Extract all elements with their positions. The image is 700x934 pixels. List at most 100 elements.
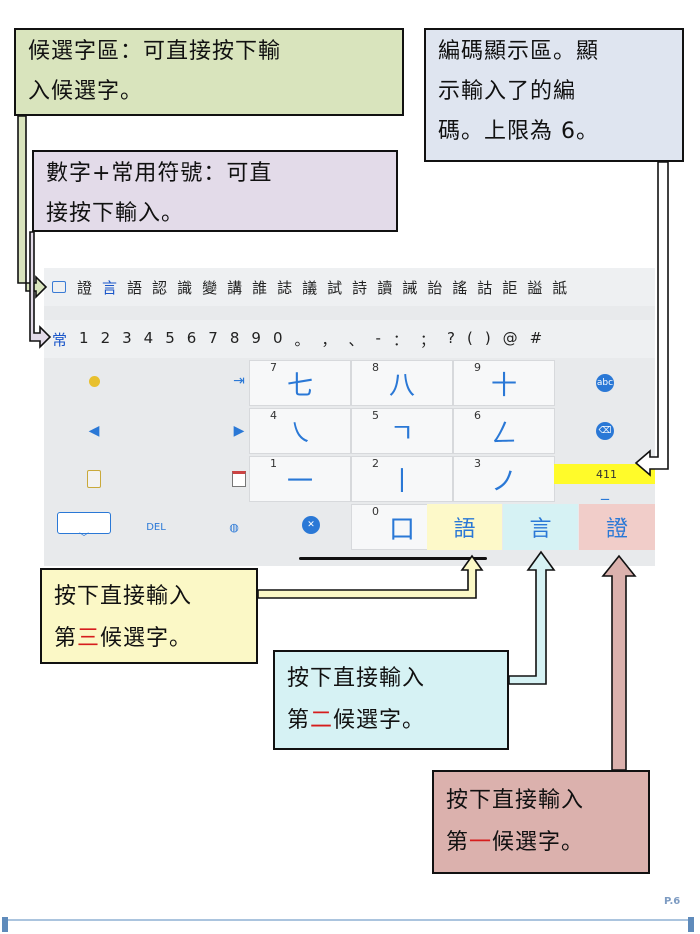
- backspace-icon: ⌫: [596, 422, 614, 440]
- right-arrow-button[interactable]: ▶: [214, 420, 264, 442]
- key-number: 4: [270, 409, 277, 422]
- code-zone-arrow: [634, 161, 669, 477]
- candidate-char[interactable]: 識: [177, 278, 193, 297]
- symbol-key[interactable]: @: [502, 328, 518, 347]
- callout-text: 接按下輸入。: [46, 201, 185, 226]
- callout-text: 第二候選字。: [287, 708, 426, 733]
- candidate-char[interactable]: 講: [227, 278, 243, 297]
- candidate-char[interactable]: 認: [152, 278, 168, 297]
- candidate-char[interactable]: 誡: [402, 278, 418, 297]
- candidate-char[interactable]: 誰: [252, 278, 268, 297]
- number-zone-arrow: [29, 231, 52, 349]
- callout-text: 按下直接輸入: [287, 666, 426, 691]
- candidate-char[interactable]: 言: [102, 278, 118, 297]
- globe-icon: ◍: [229, 520, 239, 534]
- second-candidate-key[interactable]: 言: [503, 504, 578, 550]
- chevron-down-icon: ﹀: [79, 533, 89, 544]
- keyboard-icon: [57, 512, 111, 534]
- candidate-char[interactable]: 讀: [377, 278, 393, 297]
- candidate-char[interactable]: 謠: [452, 278, 468, 297]
- first-candidate-callout: 按下直接輸入 第一候選字。: [432, 770, 650, 874]
- delete-button[interactable]: DEL: [146, 521, 166, 533]
- keyboard-hide-button[interactable]: ﹀: [54, 508, 114, 548]
- symbol-key[interactable]: (: [466, 328, 473, 347]
- calendar-icon: [232, 471, 246, 487]
- third-candidate-callout: 按下直接輸入 第三候選字。: [40, 568, 258, 664]
- abc-icon: abc: [596, 374, 614, 392]
- symbol-key[interactable]: 5: [165, 328, 175, 347]
- candidate-char[interactable]: 詎: [502, 278, 518, 297]
- symbol-key[interactable]: 7: [208, 328, 218, 347]
- symbol-key[interactable]: 3: [122, 328, 132, 347]
- symbol-key[interactable]: 、: [348, 330, 364, 349]
- key-glyph: 七: [286, 370, 313, 401]
- emoji-button[interactable]: [64, 370, 124, 392]
- calendar-button[interactable]: [214, 466, 264, 492]
- third-candidate-key[interactable]: 語: [427, 504, 502, 550]
- second-candidate-callout: 按下直接輸入 第二候選字。: [273, 650, 509, 750]
- candidate-char[interactable]: 謚: [527, 278, 543, 297]
- tab-icon: ⇥: [233, 373, 245, 389]
- candidate-bar: 證言語認識變講誰誌議試詩讀誡詒謠詁詎謚詆: [44, 268, 655, 306]
- abc-button[interactable]: abc: [594, 372, 616, 394]
- symbol-key[interactable]: -: [375, 328, 381, 347]
- symbol-key[interactable]: ): [484, 328, 491, 347]
- candidate-char[interactable]: 詁: [477, 278, 493, 297]
- symbol-key[interactable]: 1: [79, 328, 89, 347]
- key-glyph: 一: [286, 466, 313, 497]
- symbol-key[interactable]: 8: [229, 328, 240, 347]
- symbol-key[interactable]: 9: [251, 328, 261, 347]
- callout-text: 碼。上限為 6。: [438, 119, 599, 144]
- radical-key[interactable]: 4㇏: [249, 408, 351, 454]
- clipboard-button[interactable]: [64, 466, 124, 492]
- backspace-button[interactable]: ⌫: [594, 420, 616, 442]
- emoji-icon: [88, 375, 100, 387]
- symbol-key[interactable]: ?: [446, 328, 455, 347]
- clipboard-icon: [87, 470, 101, 488]
- key-glyph: 八: [388, 370, 415, 401]
- candidate-char[interactable]: 議: [302, 278, 318, 297]
- candidate-char[interactable]: 詩: [352, 278, 368, 297]
- symbol-key[interactable]: #: [529, 328, 543, 347]
- symbol-key[interactable]: ：: [392, 330, 408, 349]
- key-number: 9: [474, 361, 481, 374]
- candidate-char[interactable]: 變: [202, 278, 218, 297]
- right-arrow-icon: ▶: [233, 423, 245, 439]
- symbol-key[interactable]: 。: [294, 330, 310, 349]
- candidate-char[interactable]: 誌: [277, 278, 293, 297]
- symbol-key[interactable]: 2: [100, 328, 111, 347]
- candidate-char[interactable]: 詒: [427, 278, 443, 297]
- clear-button[interactable]: ✕: [300, 514, 322, 536]
- callout-text: 第一候選字。: [446, 830, 585, 855]
- key-glyph: ㄱ: [390, 418, 414, 449]
- candidate-char[interactable]: 語: [127, 278, 143, 297]
- candidate-char[interactable]: 試: [327, 278, 343, 297]
- callout-text: 編碼顯示區。顯: [438, 39, 600, 64]
- left-arrow-button[interactable]: ◀: [64, 420, 124, 442]
- first-candidate-key[interactable]: 證: [579, 504, 655, 550]
- candidate-char[interactable]: 詆: [552, 278, 568, 297]
- underscore-key[interactable]: _: [601, 480, 609, 500]
- candidate-char[interactable]: 證: [77, 278, 93, 297]
- symbol-key[interactable]: 6: [186, 328, 197, 347]
- key-glyph: ㇏: [286, 418, 313, 449]
- tab-button[interactable]: ⇥: [214, 370, 264, 392]
- callout-text: 數字+常用符號：可直: [46, 161, 273, 186]
- symbol-key[interactable]: 0: [272, 328, 283, 347]
- symbol-key[interactable]: 4: [143, 328, 154, 347]
- footer-rule: [2, 917, 694, 932]
- symbol-key[interactable]: ，: [321, 330, 337, 349]
- globe-button[interactable]: ◍: [219, 516, 249, 538]
- symbol-key[interactable]: ；: [419, 330, 435, 349]
- common-symbols-label: 常: [52, 330, 68, 349]
- expand-icon[interactable]: [52, 281, 66, 293]
